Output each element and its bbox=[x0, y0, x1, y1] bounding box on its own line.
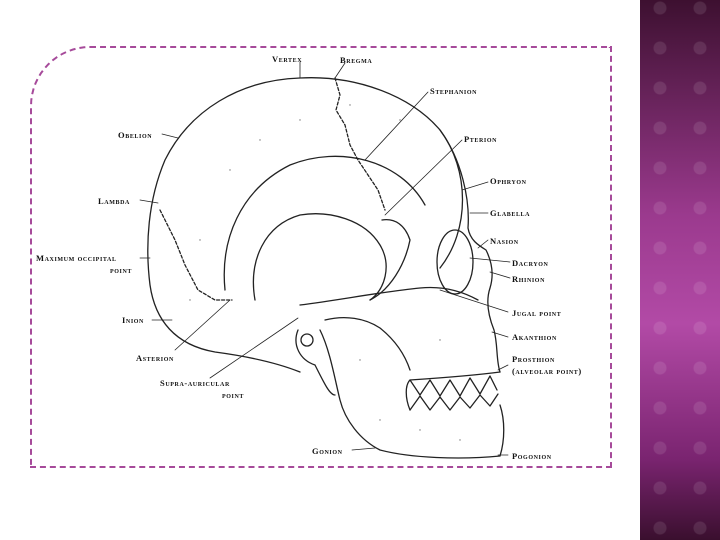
cranium-outline bbox=[147, 77, 464, 373]
leader-pterion bbox=[384, 139, 463, 216]
face-profile bbox=[439, 129, 501, 373]
label-pterion: Pterion bbox=[464, 134, 498, 144]
leader-supra-auricular bbox=[209, 317, 299, 379]
mastoid bbox=[295, 329, 336, 396]
label-supra-auricular: Supra-auricular bbox=[160, 378, 230, 388]
upper-teeth bbox=[409, 375, 498, 397]
label-maximum-occipital: Maximum occipital bbox=[36, 253, 117, 263]
label-akanthion: Akanthion bbox=[512, 332, 557, 342]
label-pogonion: Pogonion bbox=[512, 451, 552, 461]
label-supra-auricular-point: point bbox=[222, 390, 245, 400]
leader-akanthion bbox=[491, 331, 509, 338]
orbit bbox=[436, 229, 474, 295]
label-inion: Inion bbox=[122, 315, 144, 325]
label-maximum-occipital-point: point bbox=[110, 265, 133, 275]
label-prosthion: Prosthion bbox=[512, 354, 555, 364]
label-jugal-point: Jugal point bbox=[512, 308, 562, 318]
temporal-line bbox=[223, 155, 426, 291]
label-glabella: Glabella bbox=[490, 208, 531, 218]
mandible bbox=[319, 329, 505, 459]
temporal-squama bbox=[252, 213, 387, 301]
label-gonion: Gonion bbox=[312, 446, 343, 456]
label-vertex: Vertex bbox=[272, 54, 303, 64]
sphenoid bbox=[369, 219, 411, 301]
leader-nasion bbox=[477, 239, 489, 249]
label-bregma: Bregma bbox=[340, 55, 373, 65]
lower-teeth bbox=[409, 393, 499, 411]
label-nasion: Nasion bbox=[490, 236, 519, 246]
leader-obelion bbox=[161, 133, 179, 139]
label-rhinion: Rhinion bbox=[512, 274, 546, 284]
ramus bbox=[324, 317, 411, 371]
label-obelion: Obelion bbox=[118, 130, 153, 140]
label-alveolar-point: (alveolar point) bbox=[512, 366, 582, 376]
leader-asterion bbox=[174, 299, 231, 351]
decorative-side-panel bbox=[640, 0, 720, 540]
zygomatic-arch bbox=[299, 286, 479, 306]
lambdoid-suture bbox=[159, 209, 233, 301]
leader-ophryon bbox=[461, 181, 489, 191]
label-lambda: Lambda bbox=[98, 196, 130, 206]
leader-rhinion bbox=[489, 271, 511, 279]
auditory-meatus bbox=[300, 333, 314, 347]
leader-stephanion bbox=[364, 91, 429, 161]
leader-prosthion bbox=[497, 364, 509, 371]
leader-gonion bbox=[351, 447, 376, 451]
leader-jugal bbox=[439, 289, 509, 313]
label-asterion: Asterion bbox=[136, 353, 174, 363]
label-dacryon: Dacryon bbox=[512, 258, 549, 268]
coronal-suture bbox=[334, 77, 386, 211]
label-stephanion: Stephanion bbox=[430, 86, 478, 96]
label-ophryon: Ophryon bbox=[490, 176, 527, 186]
leader-lambda bbox=[139, 199, 159, 204]
leader-dacryon bbox=[469, 257, 511, 263]
leader-bregma bbox=[334, 62, 346, 79]
maxilla bbox=[405, 371, 501, 411]
picture-frame bbox=[30, 46, 612, 468]
